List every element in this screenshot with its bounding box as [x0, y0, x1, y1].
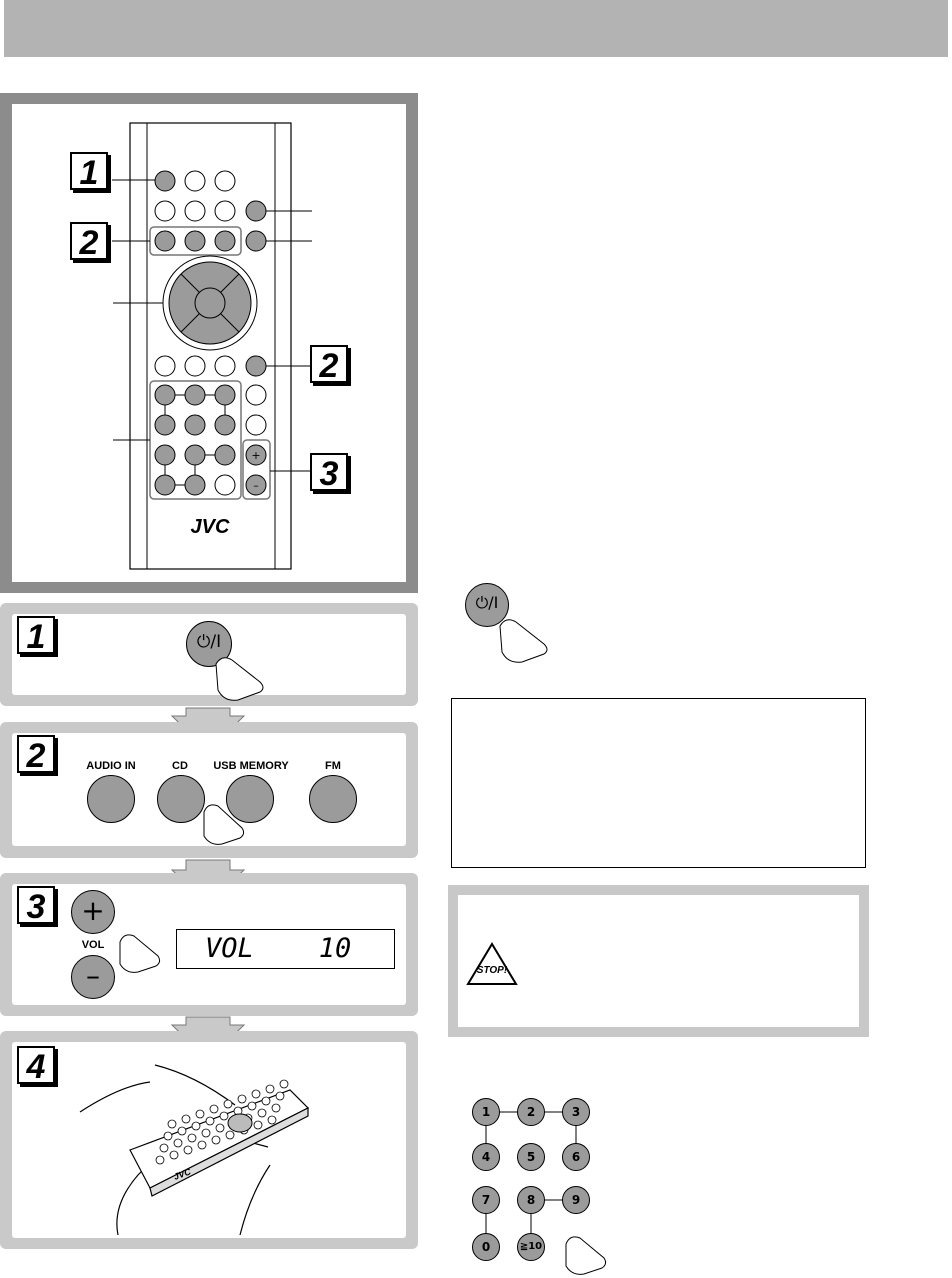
- remote-callout-2: 2: [70, 222, 108, 262]
- keypad-key-6[interactable]: 7: [472, 1186, 500, 1214]
- keypad-key-4[interactable]: 5: [517, 1143, 545, 1171]
- step-4-remote-dpad: [227, 1113, 253, 1133]
- step-4-remote-key-10: [173, 1138, 183, 1148]
- step-4-remote-key-5: [225, 1130, 235, 1140]
- info-box: [451, 698, 866, 868]
- power-button-right[interactable]: [465, 583, 509, 627]
- fm-button[interactable]: [309, 775, 357, 823]
- volume-up-button[interactable]: [71, 890, 115, 934]
- remote-callout-1: 1: [70, 152, 108, 192]
- volume-down-button[interactable]: [71, 955, 115, 999]
- step-4-remote-key-33: [251, 1089, 261, 1099]
- keypad-key-7[interactable]: 8: [517, 1186, 545, 1214]
- remote-power-button: [154, 170, 176, 192]
- keypad-key-3[interactable]: 4: [472, 1143, 500, 1171]
- keypad-key-2[interactable]: 3: [562, 1098, 590, 1126]
- step-4-remote-key-21: [205, 1116, 215, 1126]
- usb-memory-label: USB MEMORY: [213, 760, 289, 772]
- step-4-number: 4: [17, 1046, 55, 1086]
- step-4-remote-key-25: [261, 1096, 271, 1106]
- cd-button[interactable]: [157, 775, 205, 823]
- step-2-number: 2: [17, 735, 55, 775]
- step-4-remote-key-22: [219, 1111, 229, 1121]
- step-4-remote-key-3: [197, 1140, 207, 1150]
- step-4-remote-key-31: [223, 1099, 233, 1109]
- step-4-remote-key-2: [183, 1145, 193, 1155]
- keypad-key-10[interactable]: ≧10: [517, 1233, 545, 1261]
- cd-label: CD: [172, 760, 188, 772]
- step-4-remote-key-30: [209, 1104, 219, 1114]
- step-4-remote-key-12: [201, 1128, 211, 1138]
- plus-icon: +: [81, 894, 105, 927]
- remote-callout-2-right: 2: [310, 345, 348, 385]
- step-4-remote-key-28: [181, 1114, 191, 1124]
- step-4-remote-key-16: [257, 1108, 267, 1118]
- keypad-key-0[interactable]: 1: [472, 1098, 500, 1126]
- keypad-key-5[interactable]: 6: [562, 1143, 590, 1171]
- keypad-key-8[interactable]: 9: [562, 1186, 590, 1214]
- keypad-key-1[interactable]: 2: [517, 1098, 545, 1126]
- remote-callout-3: 3: [310, 453, 348, 493]
- step-4-remote-key-24: [247, 1101, 257, 1111]
- step-4-remote-key-20: [191, 1121, 201, 1131]
- fm-label: FM: [325, 760, 341, 772]
- step-1-number: 1: [17, 616, 55, 656]
- power-symbol: ⏻/I: [196, 632, 222, 652]
- audio-in-button[interactable]: [87, 775, 135, 823]
- step-4-remote-key-29: [195, 1109, 205, 1119]
- step-3-number: 3: [17, 886, 55, 926]
- step-4-remote-key-32: [237, 1094, 247, 1104]
- vol-label: VOL: [81, 939, 105, 951]
- step-4-remote-key-26: [275, 1091, 285, 1101]
- caution-box-inner: [458, 895, 859, 1027]
- power-symbol-right: ⏻/I: [475, 593, 499, 612]
- svg-text:STOP!: STOP!: [477, 965, 508, 976]
- usb-memory-button[interactable]: [226, 775, 274, 823]
- step-4-remote-key-34: [265, 1084, 275, 1094]
- svg-text:+: +: [251, 449, 260, 462]
- step-4-remote-key-0: [155, 1155, 165, 1165]
- minus-icon: –: [86, 959, 100, 992]
- step-4-remote-key-18: [163, 1131, 173, 1141]
- step-4-remote-key-9: [159, 1143, 169, 1153]
- step-4-remote-key-4: [211, 1135, 221, 1145]
- keypad-key-9[interactable]: 0: [472, 1233, 500, 1261]
- step-4-remote-key-8: [267, 1115, 277, 1125]
- stop-warning-icon: STOP!: [466, 942, 518, 985]
- jvc-logo: JVC: [191, 516, 230, 538]
- step-4-remote-key-35: [279, 1079, 289, 1089]
- step-4-remote-key-11: [187, 1133, 197, 1143]
- volume-display: VOL 10: [176, 929, 395, 969]
- step-4-remote-key-17: [271, 1103, 281, 1113]
- step-4-remote-key-1: [169, 1150, 179, 1160]
- step-4-remote-key-27: [167, 1119, 177, 1129]
- audio-in-label: AUDIO IN: [86, 760, 136, 772]
- svg-text:–: –: [253, 479, 259, 492]
- header-bar: [4, 0, 948, 57]
- step-4-remote-key-7: [253, 1120, 263, 1130]
- step-4-remote-key-13: [215, 1123, 225, 1133]
- step-4-remote-key-19: [177, 1126, 187, 1136]
